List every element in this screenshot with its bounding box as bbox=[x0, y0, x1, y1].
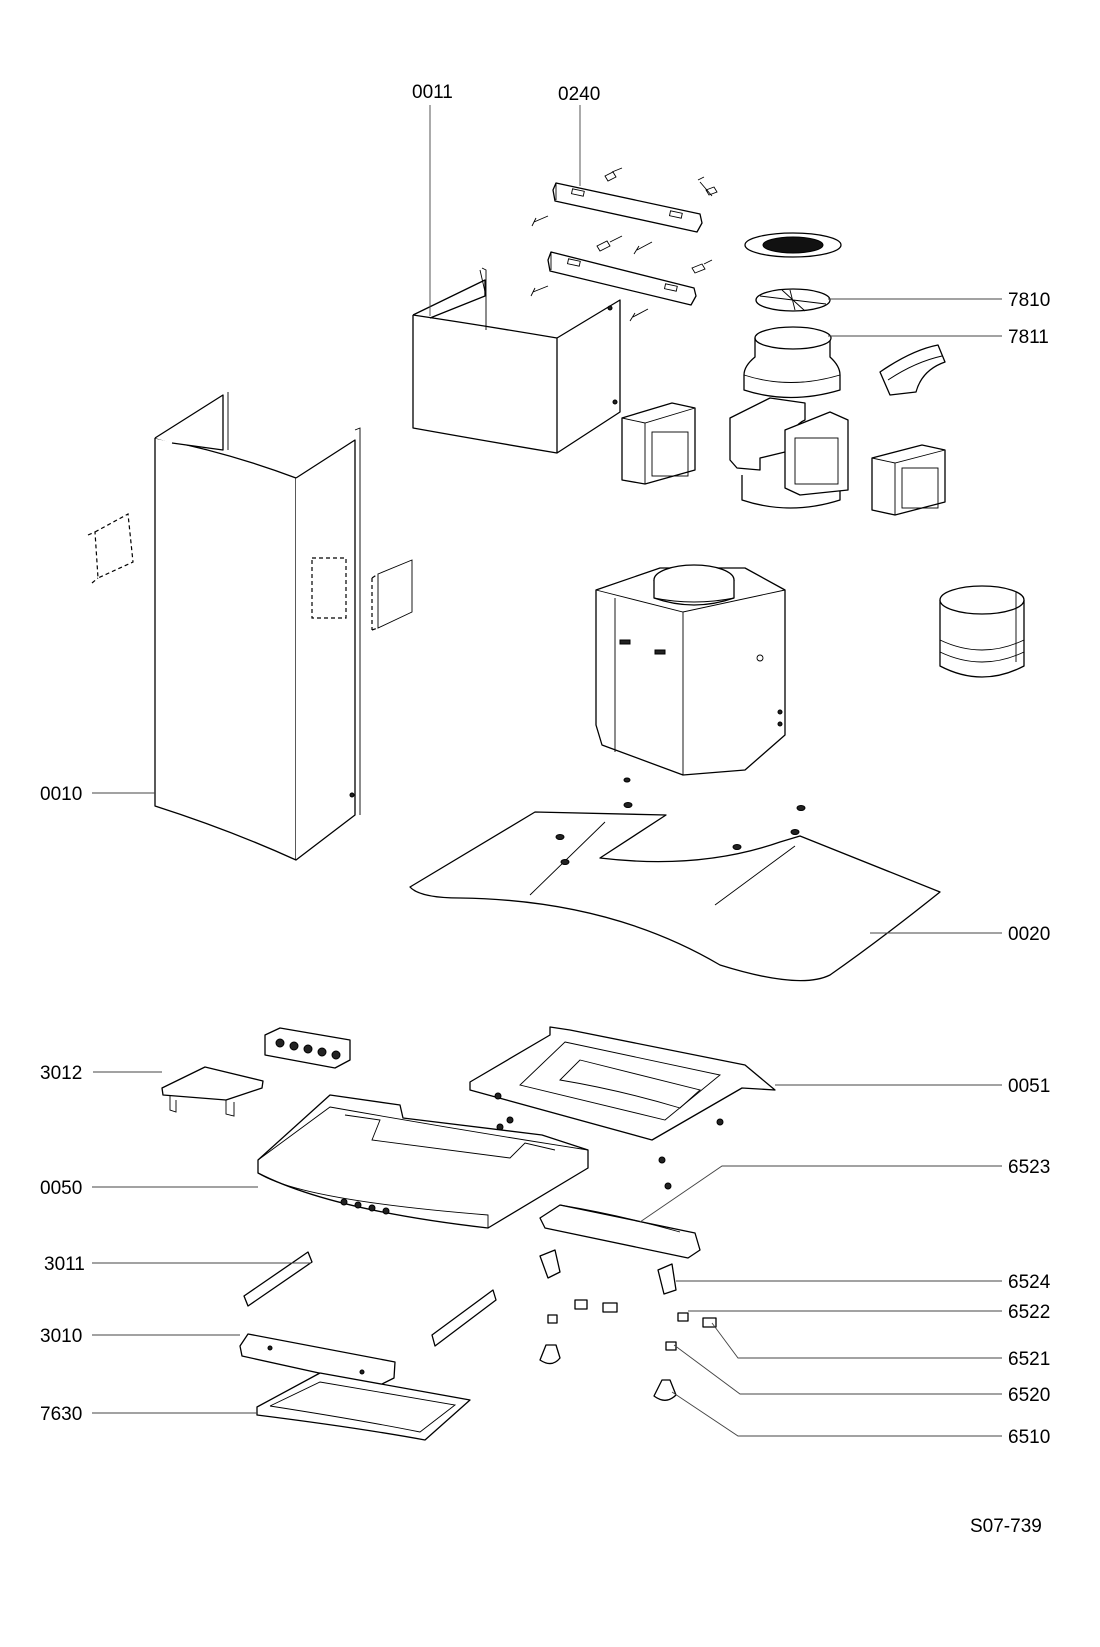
part-glass-canopy bbox=[409, 777, 941, 982]
callout-6524: 6524 bbox=[1008, 1272, 1051, 1293]
callout-0050: 0050 bbox=[40, 1178, 82, 1199]
callout-0051: 0051 bbox=[1008, 1076, 1050, 1097]
part-filter-disc bbox=[755, 288, 831, 312]
callout-7811: 7811 bbox=[1008, 327, 1049, 348]
callout-6520: 6520 bbox=[1008, 1385, 1050, 1406]
callout-6521: 6521 bbox=[1008, 1349, 1050, 1370]
callout-0020: 0020 bbox=[1008, 924, 1050, 945]
part-blower-housing bbox=[595, 564, 786, 776]
part-upper-chimney bbox=[412, 267, 621, 454]
part-duct-adapter-left bbox=[621, 402, 696, 485]
part-duct-adapter-right bbox=[871, 444, 946, 516]
part-mounting-frame bbox=[469, 1026, 776, 1190]
callout-3010: 3010 bbox=[40, 1326, 82, 1347]
callout-7810: 7810 bbox=[1008, 290, 1050, 311]
callout-6522: 6522 bbox=[1008, 1302, 1050, 1323]
callout-3011: 3011 bbox=[44, 1254, 85, 1275]
part-grille-ring bbox=[744, 232, 842, 258]
part-grease-filter bbox=[256, 1372, 471, 1441]
part-duct-elbow bbox=[729, 397, 849, 509]
part-light-housing bbox=[539, 1204, 701, 1259]
callout-0240: 0240 bbox=[558, 84, 600, 105]
callout-0010: 0010 bbox=[40, 784, 82, 805]
part-side-bracket-right bbox=[431, 1289, 497, 1347]
callout-6510: 6510 bbox=[1008, 1427, 1050, 1448]
part-side-panel-left bbox=[87, 513, 134, 584]
callout-3012: 3012 bbox=[40, 1063, 82, 1084]
callout-0011: 0011 bbox=[412, 82, 453, 103]
part-hood-body bbox=[257, 1094, 589, 1229]
part-lamp-sockets bbox=[539, 1249, 717, 1401]
part-backdraft-cylinder bbox=[939, 585, 1025, 678]
part-front-trim bbox=[239, 1333, 396, 1387]
part-side-panel-right bbox=[371, 559, 413, 631]
part-lower-chimney bbox=[154, 392, 361, 861]
part-deflector bbox=[879, 344, 946, 396]
leader-lines bbox=[92, 105, 1002, 1437]
part-mounting-brackets bbox=[530, 167, 718, 322]
part-side-bracket-left bbox=[243, 1251, 313, 1307]
callout-6523: 6523 bbox=[1008, 1157, 1050, 1178]
part-control-cover bbox=[161, 1066, 264, 1117]
part-duct-collar bbox=[743, 326, 841, 399]
part-control-module bbox=[264, 1027, 351, 1069]
callout-7630: 7630 bbox=[40, 1404, 82, 1425]
drawing-reference: S07-739 bbox=[970, 1516, 1042, 1537]
